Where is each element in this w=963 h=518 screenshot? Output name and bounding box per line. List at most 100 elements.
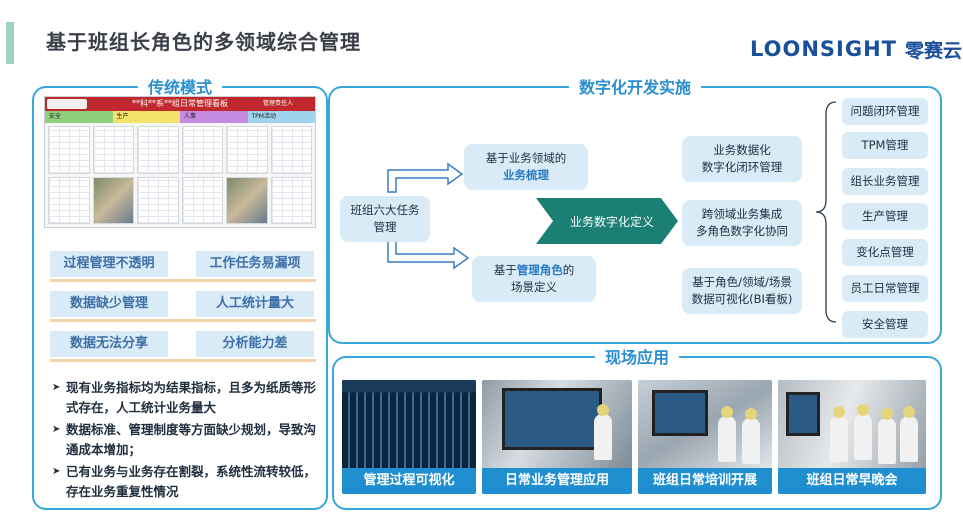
kanban-photo <box>226 176 268 224</box>
kanban-tab-production: 生产 <box>112 111 180 123</box>
worker-figure <box>854 404 872 460</box>
item-tpm: TPM管理 <box>842 132 928 159</box>
mid-box-line2: 多角色数字化协同 <box>696 224 788 238</box>
problem-bullet: 现有业务指标均为结果指标，且多为纸质等形式存在，人工统计业务量大 <box>52 378 318 418</box>
cross-domain-box: 跨领域业务集成 多角色数字化协同 <box>682 200 802 246</box>
kanban-sheet <box>270 176 312 224</box>
traditional-problems-list: 现有业务指标均为结果指标，且多为纸质等形式存在，人工统计业务量大 数据标准、管理… <box>52 378 318 504</box>
kanban-tab-personnel: 人事 <box>180 111 248 123</box>
bracket-shape <box>815 101 837 323</box>
item-issue-closed-loop: 问题闭环管理 <box>842 98 928 125</box>
mid-box-line2: 数据可视化(BI看板) <box>691 292 793 306</box>
loonsight-logo: LOONSIGHT 零赛云 <box>750 34 962 64</box>
arrow-up-icon <box>387 162 464 193</box>
scenario-definition-box: 基于管理角色的 场景定义 <box>472 256 596 302</box>
kanban-sheet <box>226 126 268 174</box>
worker-figure <box>900 406 918 462</box>
bi-visualization-box: 基于角色/领域/场景 数据可视化(BI看板) <box>682 268 802 314</box>
issue-label: 过程管理不透明 <box>50 251 168 277</box>
field-application-title: 现场应用 <box>594 344 680 368</box>
photo-process-visualization: 管理过程可视化 <box>342 380 476 494</box>
issue-label: 人工统计量大 <box>196 291 314 317</box>
worker-figure <box>594 404 612 460</box>
issue-label: 数据缺少管理 <box>50 291 168 317</box>
kanban-tabs: 安全 生产 人事 TPM活动 <box>45 111 315 123</box>
business-review-highlight: 业务梳理 <box>503 168 549 182</box>
kanban-photo <box>92 176 134 224</box>
issue-row: 过程管理不透明 工作任务易漏项 <box>50 251 316 282</box>
data-closed-loop-box: 业务数据化 数字化闭环管理 <box>682 136 802 182</box>
photo-caption: 日常业务管理应用 <box>482 468 632 494</box>
page-title: 基于班组长角色的多领域综合管理 <box>46 30 361 54</box>
issue-label: 分析能力差 <box>196 331 314 357</box>
business-review-box: 基于业务领域的 业务梳理 <box>464 144 588 190</box>
scenario-definition-line2: 场景定义 <box>511 280 557 294</box>
kanban-sheet <box>137 126 179 174</box>
title-accent-bar <box>6 22 14 64</box>
mid-box-line2: 数字化闭环管理 <box>701 160 783 174</box>
start-task-line1: 班组六大任务 <box>350 203 420 217</box>
kanban-sheet <box>181 126 223 174</box>
digital-implementation-title: 数字化开发实施 <box>568 74 702 98</box>
worker-figure <box>718 406 736 462</box>
mid-box-line1: 业务数据化 <box>713 143 771 157</box>
photo-daily-training: 班组日常培训开展 <box>638 380 772 494</box>
scenario-post: 的 <box>562 263 575 277</box>
issue-row: 数据无法分享 分析能力差 <box>50 331 316 362</box>
kanban-sheet <box>48 126 90 174</box>
kanban-sheet <box>48 176 90 224</box>
business-review-line1: 基于业务领域的 <box>485 151 567 165</box>
item-leader-business: 组长业务管理 <box>842 168 928 195</box>
meeting-photo <box>778 380 926 468</box>
problem-bullet: 已有业务与业务存在割裂，系统性流转较低，存在业务重复性情况 <box>52 462 318 502</box>
scenario-highlight: 管理角色 <box>516 263 563 277</box>
problem-bullet: 数据标准、管理制度等方面缺少规划，导致沟通成本增加； <box>52 420 318 460</box>
training-photo <box>638 380 772 468</box>
kanban-logo <box>47 99 87 109</box>
issue-label: 工作任务易漏项 <box>196 251 314 277</box>
photo-daily-business: 日常业务管理应用 <box>482 380 632 494</box>
item-change-point: 变化点管理 <box>842 239 928 266</box>
start-task-line2: 管理 <box>373 220 397 234</box>
kanban-header: **科**系**组日常管理看板 管理责任人 <box>45 97 315 111</box>
traditional-mode-title: 传统模式 <box>137 74 223 98</box>
kanban-sheet <box>181 176 223 224</box>
item-production: 生产管理 <box>842 203 928 230</box>
kanban-sheet-grid <box>45 123 315 227</box>
touchscreen-display <box>502 388 602 450</box>
item-employee-daily: 员工日常管理 <box>842 275 928 302</box>
flow-connectors <box>387 101 837 323</box>
start-task-box: 班组六大任务 管理 <box>340 196 430 242</box>
photo-caption: 班组日常培训开展 <box>638 468 772 494</box>
kanban-tab-safety: 安全 <box>45 111 113 123</box>
worker-figure <box>830 406 848 462</box>
kanban-sheet <box>137 176 179 224</box>
logo-text-en: LOONSIGHT <box>750 37 897 61</box>
meeting-display <box>786 392 820 436</box>
mid-box-line1: 跨领域业务集成 <box>701 207 783 221</box>
scenario-pre: 基于 <box>493 263 517 277</box>
photo-caption: 管理过程可视化 <box>342 468 476 494</box>
kanban-subtitle: 管理责任人 <box>262 100 293 107</box>
kanban-sheet <box>92 126 134 174</box>
digital-implementation-panel: 数字化开发实施 班组六大任务 管理 基于业务领域的 业务梳理 基于管理角色的 场… <box>328 74 942 344</box>
issue-label: 数据无法分享 <box>50 331 168 357</box>
kanban-sheet <box>270 126 312 174</box>
issue-row: 数据缺少管理 人工统计量大 <box>50 291 316 322</box>
arrow-down-icon <box>387 239 470 270</box>
mid-box-line1: 基于角色/领域/场景 <box>692 275 792 289</box>
photo-morning-meeting: 班组日常早晚会 <box>778 380 926 494</box>
business-digital-definition-arrow: 业务数字化定义 <box>536 198 678 244</box>
dashboard-screenshot-image <box>342 380 476 468</box>
logo-text-cn: 零赛云 <box>905 39 963 62</box>
worker-figure <box>878 408 896 464</box>
field-application-panel: 现场应用 管理过程可视化 日常业务管理应用 班组日常培训开展 班组日常早晚会 <box>332 344 942 510</box>
worker-figure <box>742 408 760 464</box>
training-display <box>652 390 708 436</box>
photo-caption: 班组日常早晚会 <box>778 468 926 494</box>
paper-kanban-board-image: **科**系**组日常管理看板 管理责任人 安全 生产 人事 TPM活动 <box>44 96 316 228</box>
item-safety: 安全管理 <box>842 311 928 338</box>
kanban-tab-tpm: TPM活动 <box>247 111 315 123</box>
kanban-title: **科**系**组日常管理看板 <box>132 99 228 108</box>
traditional-mode-panel: 传统模式 **科**系**组日常管理看板 管理责任人 安全 生产 人事 TPM活… <box>32 74 328 510</box>
